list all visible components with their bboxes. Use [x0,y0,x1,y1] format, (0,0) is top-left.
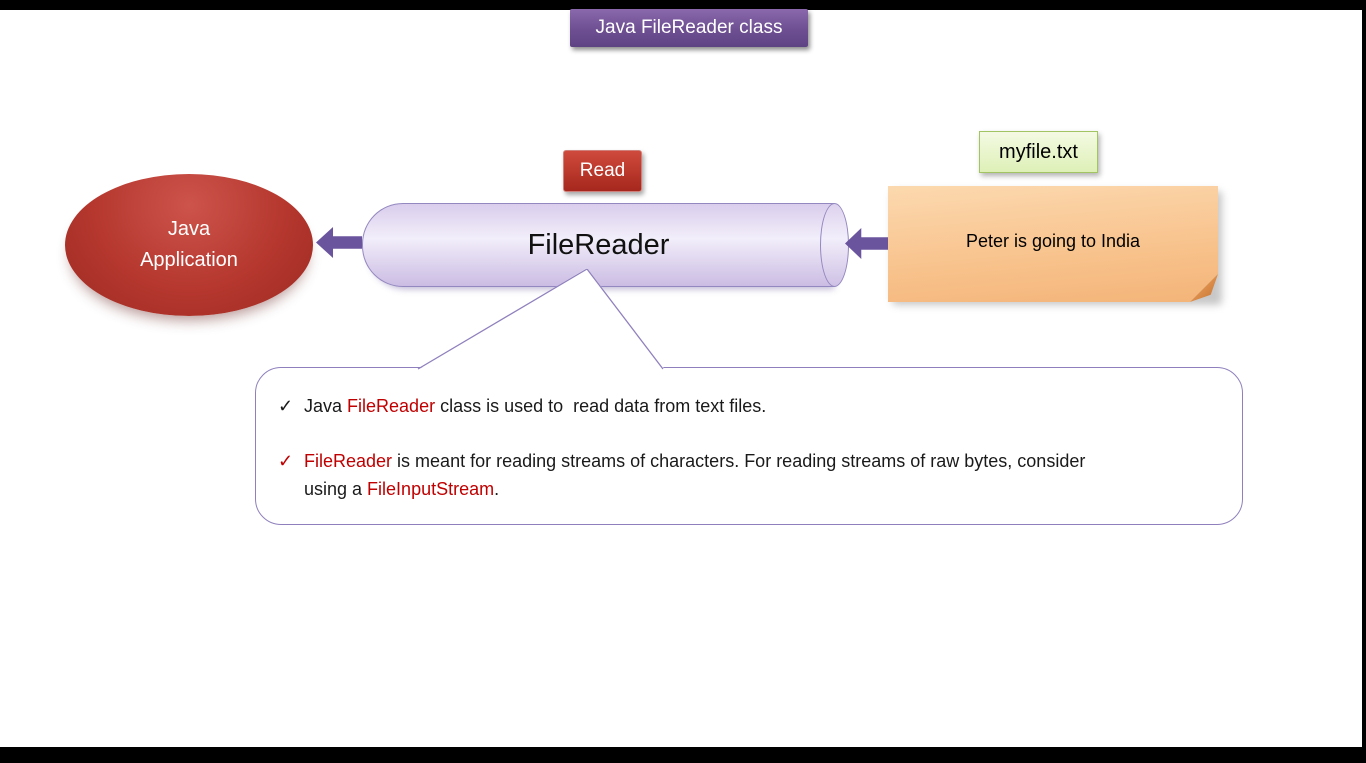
filename-tag: myfile.txt [979,131,1098,173]
text-segment: class is used to read data from text fil… [435,396,767,416]
checkmark-icon: ✓ [278,396,294,416]
file-content-note: Peter is going to India [888,186,1218,302]
ellipse-label-line2: Application [140,249,238,271]
bottom-black-bar [0,747,1366,763]
filename-tag-label: myfile.txt [999,140,1078,163]
text-segment: Java [304,396,348,416]
arrow-left-icon [316,227,362,258]
read-badge: Read [563,150,642,192]
text-segment: . [494,479,500,499]
callout-box: ✓ Java FileReader class is used to read … [255,367,1243,525]
top-black-bar [0,0,1366,10]
title-banner: Java FileReader class [570,9,808,47]
text-segment: FileReader [304,451,393,471]
read-badge-label: Read [579,160,626,181]
cylinder-right-cap [820,203,849,287]
ellipse-label-line1: Java [167,218,211,240]
callout-item-1: ✓ Java FileReader class is used to read … [278,392,766,420]
text-segment: FileReader [347,396,436,416]
text-segment: is meant for reading streams of characte… [392,451,1086,471]
checkmark-icon: ✓ [278,451,294,471]
right-black-bar [1362,0,1366,763]
arrow-left-icon [845,228,889,259]
callout-pointer [416,268,666,371]
note-text: Peter is going to India [965,230,1141,251]
callout-item-2: ✓ FileReader is meant for reading stream… [278,447,1085,503]
title-banner-label: Java FileReader class [595,17,783,38]
callout-item-2-text: FileReader is meant for reading streams … [304,447,1085,503]
cylinder-label: FileReader [527,228,670,261]
callout-item-1-text: Java FileReader class is used to read da… [304,392,766,420]
text-segment: using a [304,479,368,499]
java-application-ellipse: Java Application [65,174,313,316]
text-segment: FileInputStream [367,479,495,499]
filereader-cylinder: FileReader [362,203,834,287]
